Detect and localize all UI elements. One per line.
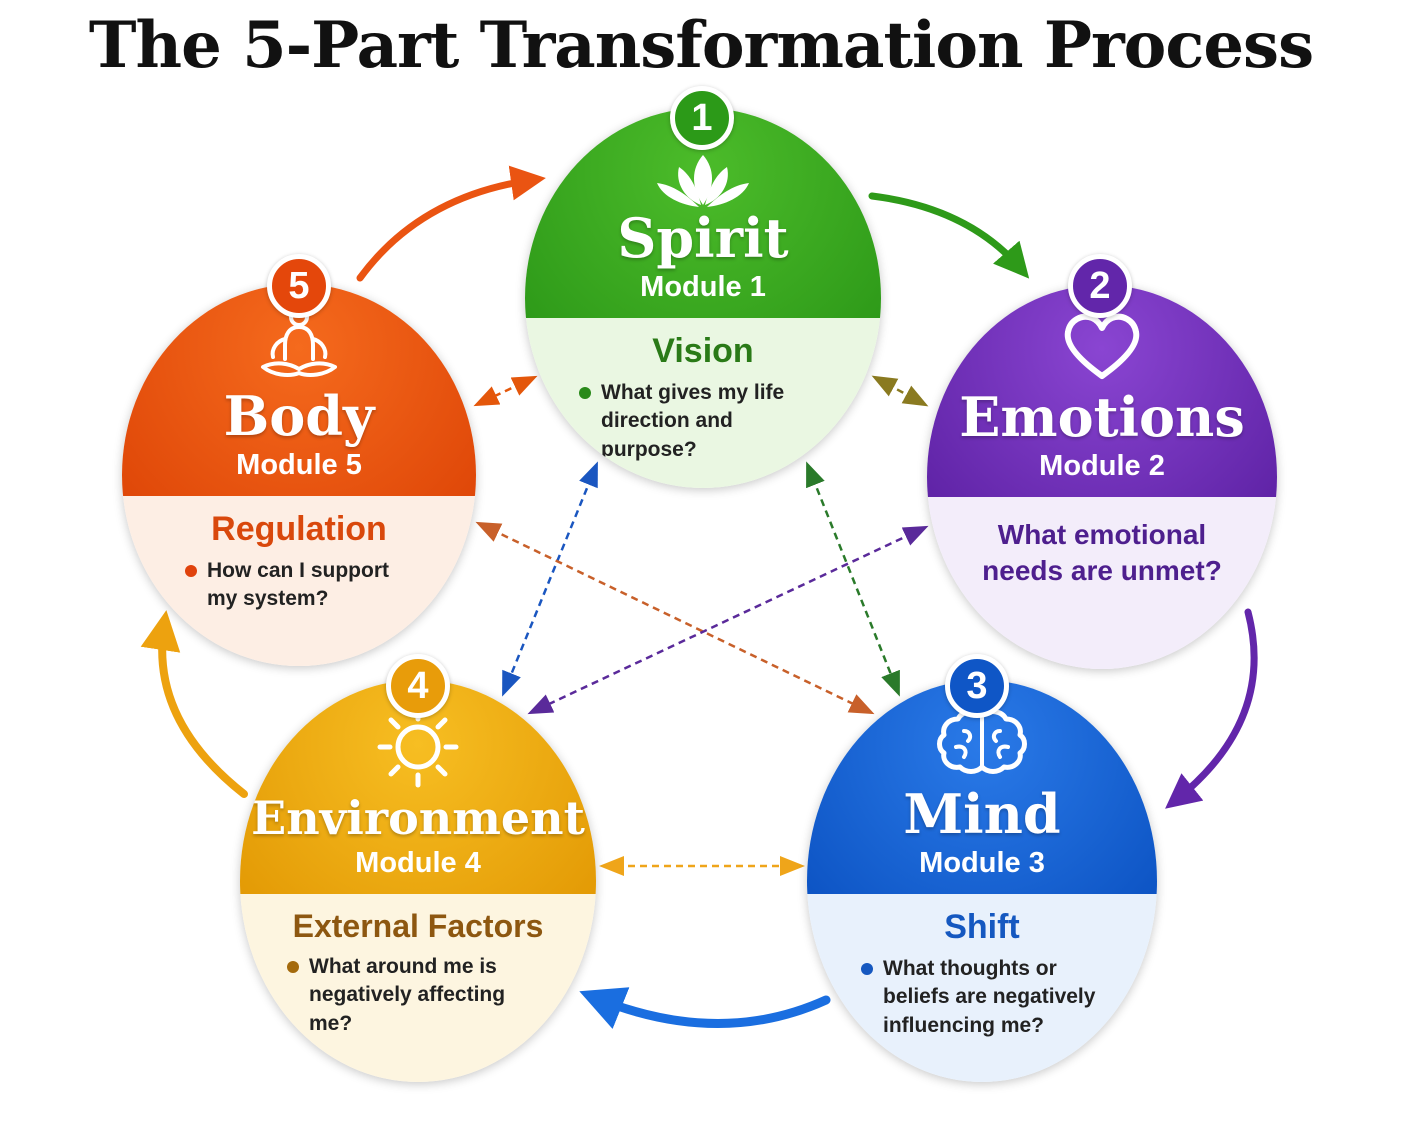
emotions-detail: What emotional needs are unmet? [927, 497, 1277, 669]
question-text: How can I support my system? [207, 559, 390, 611]
emotions-node: Emotions Module 2 What emotional needs a… [927, 285, 1277, 669]
module-name: Environment [251, 791, 585, 845]
module-name: Emotions [959, 385, 1245, 449]
step-badge-5: 5 [267, 254, 331, 318]
environment-header: Environment Module 4 [240, 680, 596, 894]
body-node: Body Module 5 Regulation How can I suppo… [122, 284, 476, 666]
module-name: Mind [903, 782, 1061, 846]
heart-icon [1064, 313, 1140, 379]
module-name: Body [223, 384, 375, 448]
step-badge-2: 2 [1068, 254, 1132, 318]
sun-icon [377, 706, 459, 788]
mind-detail: Shift What thoughts or beliefs are negat… [807, 894, 1157, 1082]
question-text: What thoughts or beliefs are negatively … [883, 957, 1096, 1037]
mind-header: Mind Module 3 [807, 680, 1157, 894]
bullet-dot [579, 387, 591, 399]
emotions-header: Emotions Module 2 [927, 285, 1277, 497]
bullet-dot [287, 961, 299, 973]
module-question: What emotional needs are unmet? [982, 519, 1222, 587]
module-label: Module 3 [919, 847, 1045, 879]
link-emotions-environment [527, 525, 929, 715]
spirit-node: Spirit Module 1 Vision What gives my lif… [525, 108, 881, 488]
question-text: What around me is negatively affecting m… [309, 955, 506, 1035]
module-subtitle: External Factors [292, 908, 544, 944]
lotus-icon [657, 155, 749, 207]
module-label: Module 5 [236, 449, 362, 481]
module-label: Module 1 [640, 271, 766, 303]
module-label: Module 2 [1039, 450, 1165, 482]
spirit-detail: Vision What gives my life direction and … [525, 318, 881, 488]
mind-node: Mind Module 3 Shift What thoughts or bel… [807, 680, 1157, 1082]
module-subtitle: Regulation [211, 510, 387, 548]
environment-node: Environment Module 4 External Factors Wh… [240, 680, 596, 1082]
module-label: Module 4 [355, 847, 481, 879]
arrow-spirit-to-emotions [868, 192, 1030, 279]
module-name: Spirit [617, 206, 789, 270]
bullet-dot [861, 963, 873, 975]
diagram-title: The 5-Part Transformation Process [88, 8, 1314, 83]
module-question: What gives my life direction and purpose… [579, 379, 827, 464]
module-question: What around me is negatively affecting m… [287, 953, 549, 1038]
link-spirit-mind [806, 461, 900, 697]
bullet-dot [185, 565, 197, 577]
arrow-mind-to-environment [579, 987, 831, 1029]
link-spirit-body [473, 375, 538, 407]
module-question: How can I support my system? [185, 557, 413, 614]
body-header: Body Module 5 [122, 284, 476, 496]
arrow-body-to-spirit [356, 165, 546, 282]
environment-detail: External Factors What around me is negat… [240, 894, 596, 1082]
module-subtitle: Shift [944, 908, 1020, 946]
link-spirit-emotions [871, 375, 929, 407]
brain-icon [937, 709, 1027, 774]
question-text: What gives my life direction and purpose… [601, 381, 785, 461]
step-badge-1: 1 [670, 86, 734, 150]
module-subtitle: Vision [652, 332, 754, 370]
module-question: What thoughts or beliefs are negatively … [861, 955, 1103, 1040]
body-detail: Regulation How can I support my system? [122, 496, 476, 666]
link-spirit-environment [502, 461, 598, 697]
step-badge-3: 3 [945, 654, 1009, 718]
